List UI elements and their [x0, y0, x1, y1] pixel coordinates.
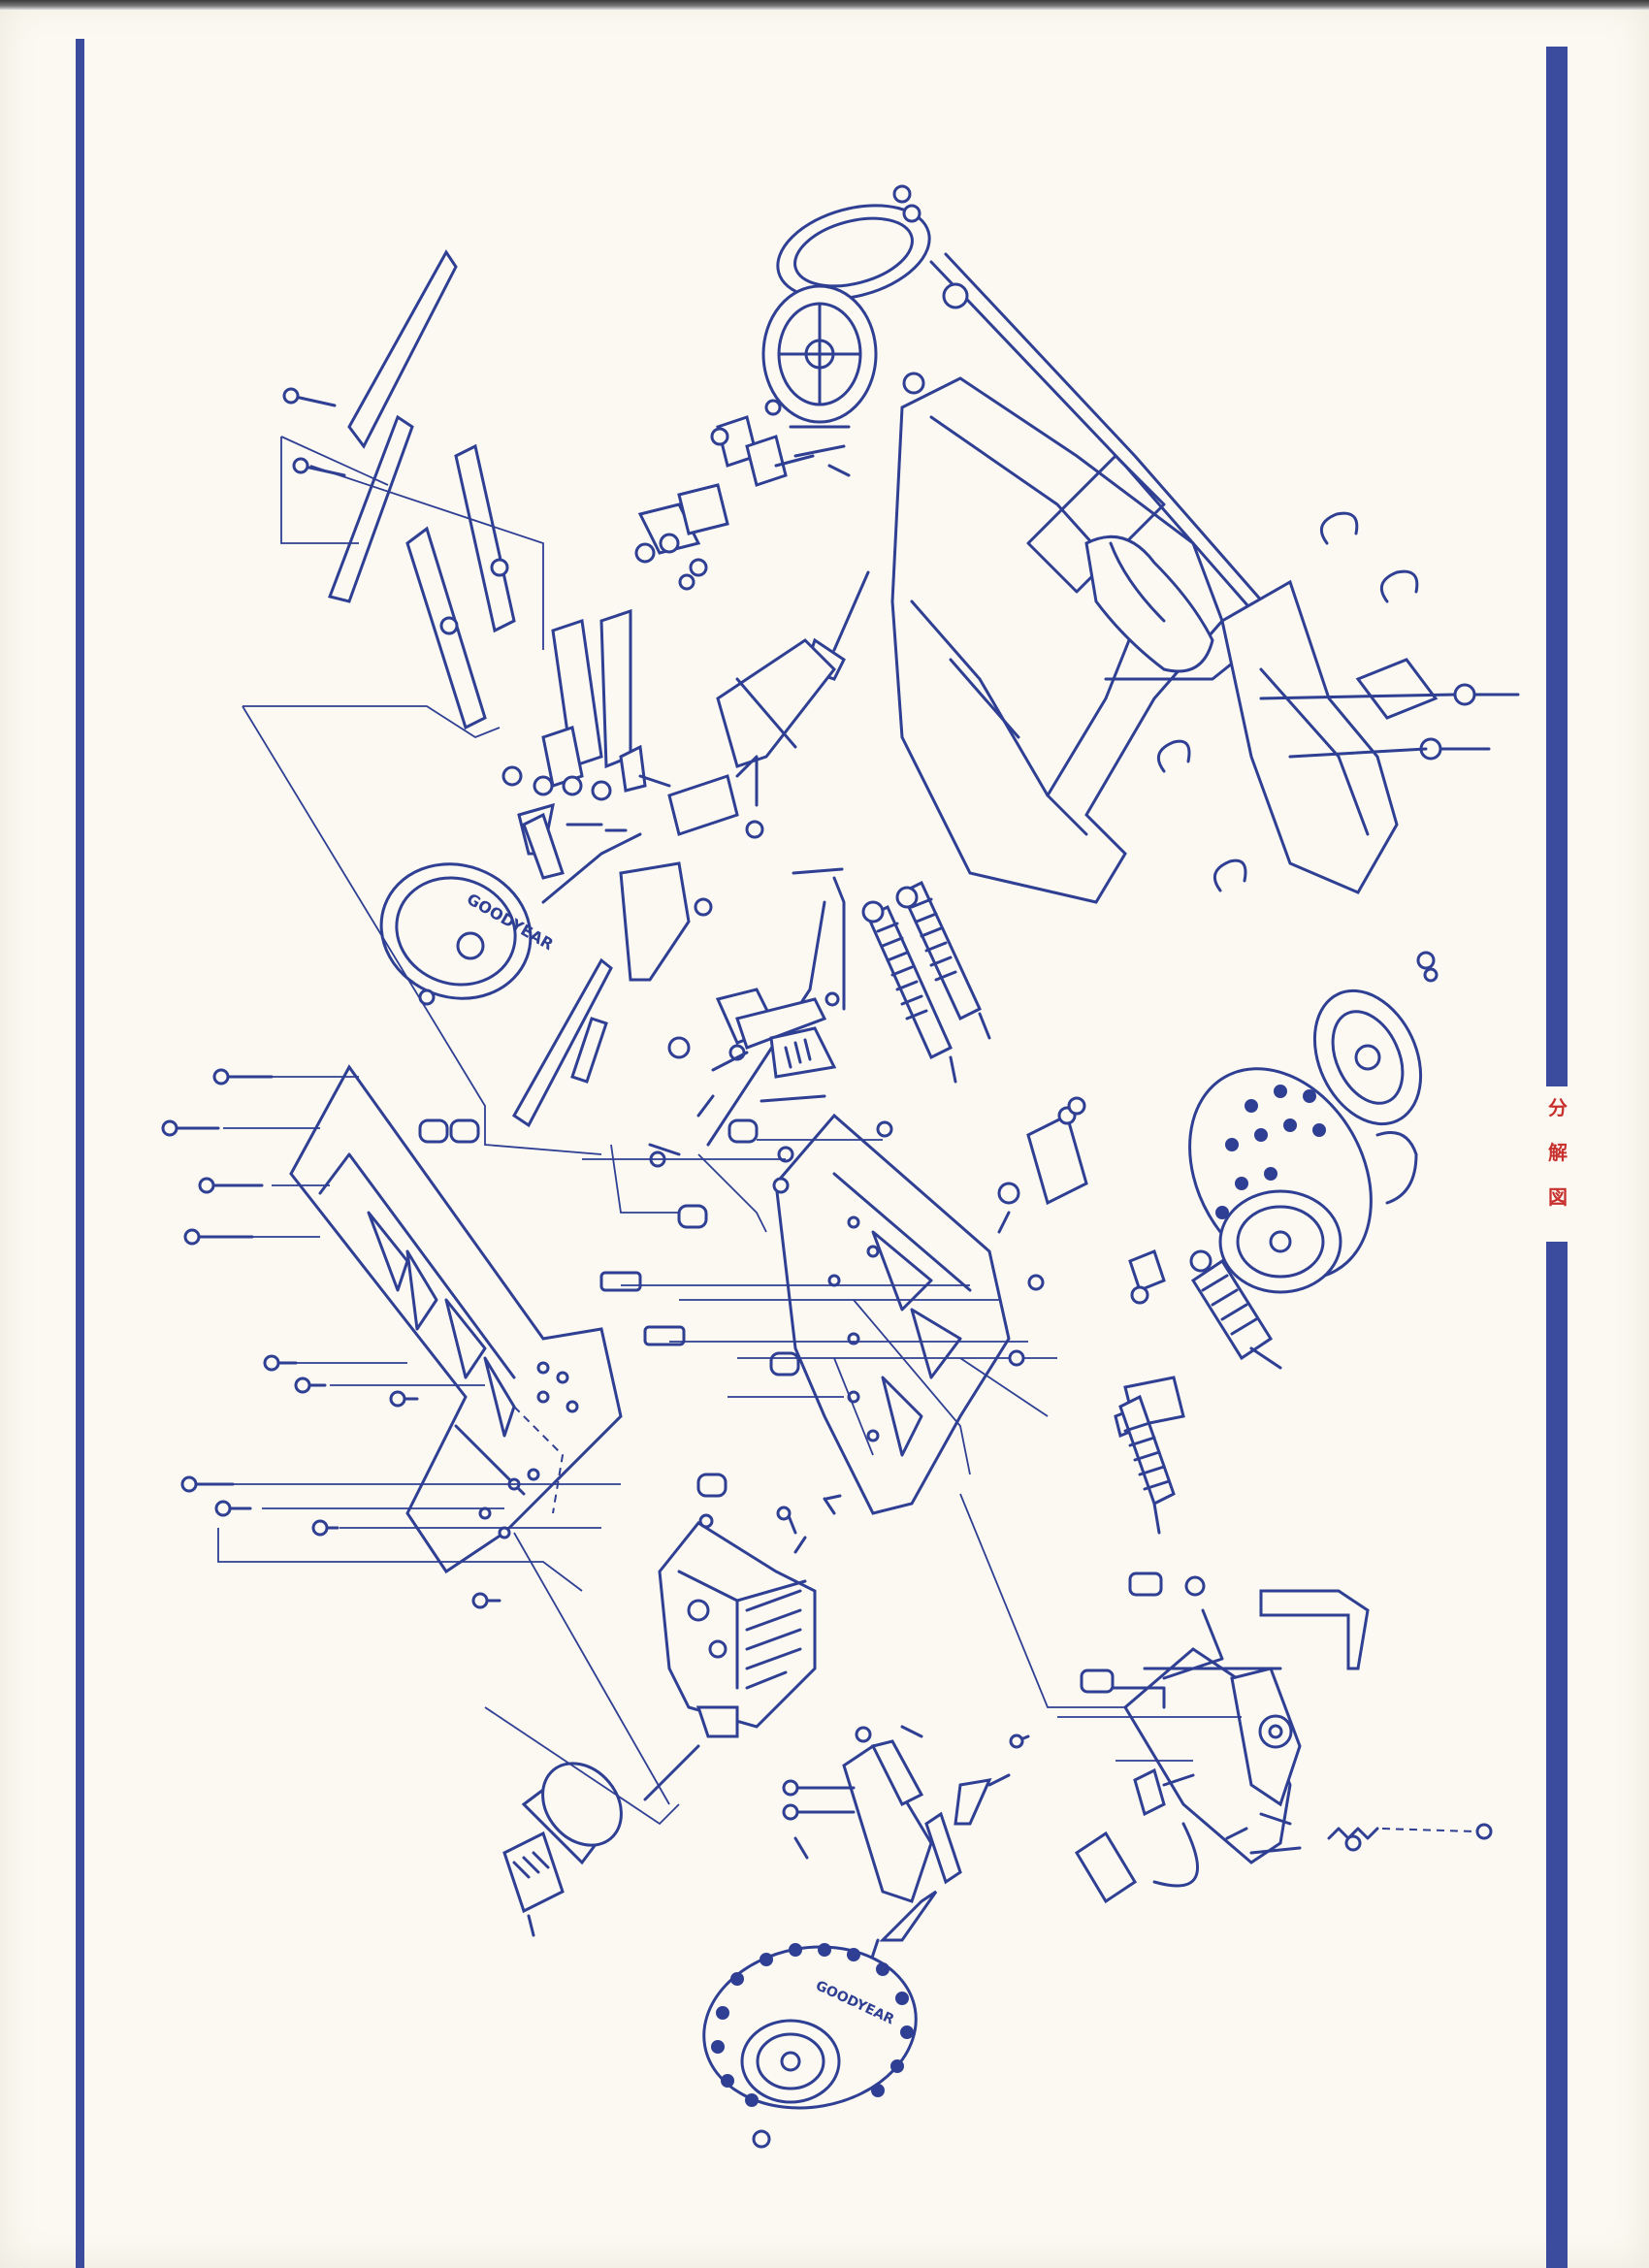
chassis-screws	[161, 1068, 621, 1609]
right-border-band-upper	[1546, 47, 1568, 1086]
rear-hub-carrier	[782, 1725, 1030, 1971]
front-shocks	[861, 880, 991, 1084]
section-label-char-2: 解	[1548, 1141, 1568, 1164]
motor-housing	[658, 1494, 842, 1738]
servo-and-receiver-tray	[1057, 1571, 1493, 1904]
electric-motor	[484, 1706, 700, 1937]
plate-screws-right	[582, 1120, 1057, 1398]
left-border-rule	[76, 39, 84, 2268]
section-label: 分 解 図	[1531, 1098, 1585, 1232]
front-tire-top	[761, 184, 969, 424]
rear-suspension-right	[997, 1096, 1282, 1535]
right-border-band-lower	[1546, 1242, 1568, 2268]
steering-bellcranks	[648, 988, 840, 1156]
section-label-char-1: 分	[1548, 1096, 1568, 1119]
main-driveshaft	[512, 876, 846, 1128]
upper-chassis-plate	[774, 1113, 1011, 1515]
front-bulkhead	[619, 570, 870, 1147]
scan-edge	[0, 0, 1649, 10]
rear-wheel-right	[1188, 951, 1439, 1294]
body-shell	[890, 252, 1520, 904]
assembly-guide-lines	[242, 705, 1125, 1805]
front-suspension-arms	[501, 608, 671, 856]
front-upright-parts	[634, 399, 851, 591]
rear-wheel-bottom: GOODYEAR	[702, 1943, 918, 2149]
section-label-char-3: 図	[1548, 1185, 1568, 1209]
front-bumper-assembly	[242, 249, 544, 739]
